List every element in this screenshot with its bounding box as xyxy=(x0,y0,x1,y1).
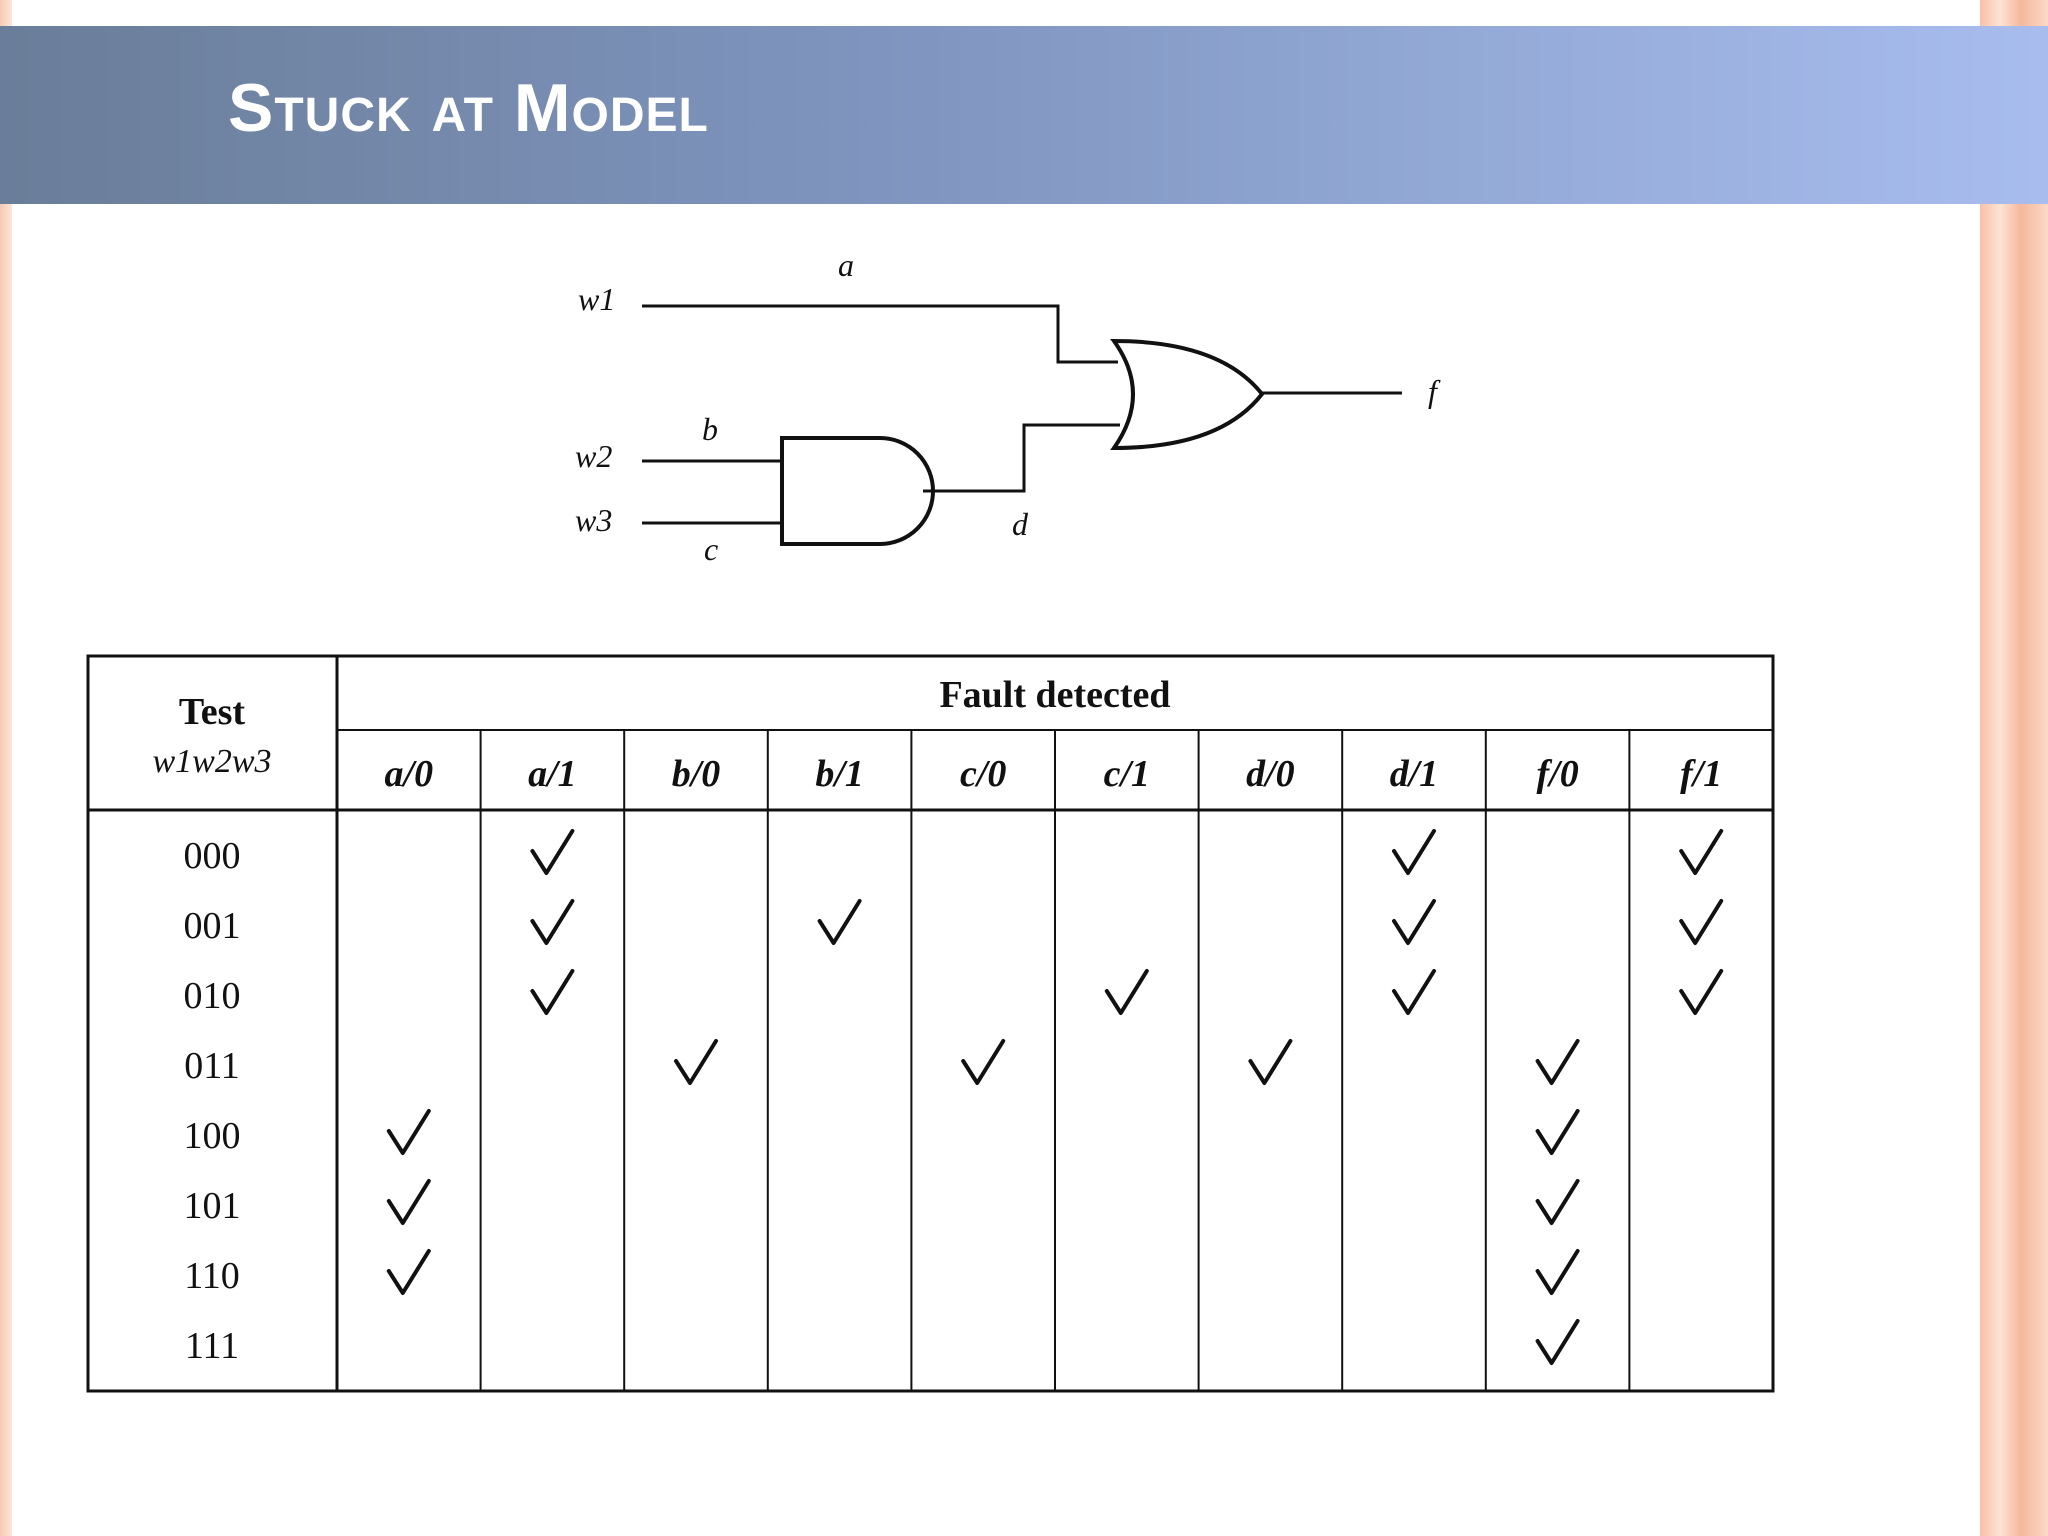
label-w1: w1 xyxy=(578,281,615,317)
test-vector: 000 xyxy=(184,835,241,877)
fault-table: Test w1w2w3 Fault detected a/0 a/1 b/0 b/1 c… xyxy=(86,654,1775,1393)
top-strip xyxy=(0,0,2048,26)
check-mark xyxy=(1392,969,1436,1015)
label-c: c xyxy=(704,531,718,567)
fault-header: a/0 xyxy=(385,753,434,795)
fault-detected-header: Fault detected xyxy=(939,674,1170,716)
label-a: a xyxy=(838,247,854,283)
check-mark xyxy=(1392,829,1436,875)
fault-header: f/1 xyxy=(1680,753,1722,795)
table-border xyxy=(86,654,1775,1393)
title-bar xyxy=(0,26,2048,204)
test-vector: 101 xyxy=(184,1185,241,1227)
fault-headers: a/0 a/1 b/0 b/1 c/0 c/1 d/0 d/1 f/0 f/1 xyxy=(385,753,1723,795)
fault-header: b/1 xyxy=(815,753,864,795)
check-mark xyxy=(386,1249,431,1295)
test-subheader: w1w2w3 xyxy=(152,743,271,780)
label-d: d xyxy=(1012,506,1029,542)
check-mark xyxy=(530,969,575,1015)
fault-header: d/1 xyxy=(1390,753,1439,795)
test-vector: 001 xyxy=(184,905,241,947)
fault-header: c/1 xyxy=(1104,753,1150,795)
circuit-diagram xyxy=(642,304,1402,546)
slide-title: Stuck at Model xyxy=(228,70,709,146)
test-vector: 110 xyxy=(184,1255,240,1297)
check-mark xyxy=(674,1039,718,1085)
check-mark xyxy=(1535,1039,1580,1085)
detection-marks xyxy=(386,829,1724,1365)
test-vector: 100 xyxy=(184,1115,241,1157)
wire-a xyxy=(642,304,1118,364)
check-mark xyxy=(1679,969,1724,1015)
label-f: f xyxy=(1428,373,1441,409)
right-edge-decoration xyxy=(1980,0,2048,1536)
check-mark xyxy=(817,899,862,945)
circuit-labels: w1 w2 w3 a b c d f xyxy=(575,247,1441,567)
fault-header: f/0 xyxy=(1536,753,1578,795)
check-mark xyxy=(1535,1249,1580,1295)
check-mark xyxy=(1679,829,1724,875)
and-gate xyxy=(780,436,935,546)
wire-d xyxy=(923,423,1120,493)
check-mark xyxy=(1104,969,1149,1015)
check-mark xyxy=(530,829,575,875)
test-header: Test xyxy=(179,691,246,733)
test-vectors: 000 001 010 011 100 101 110 111 xyxy=(184,835,241,1367)
check-mark xyxy=(1679,899,1724,945)
test-vector: 010 xyxy=(184,975,241,1017)
label-w3: w3 xyxy=(575,502,612,538)
fault-header: c/0 xyxy=(960,753,1006,795)
label-w2: w2 xyxy=(575,438,612,474)
check-mark xyxy=(1535,1109,1580,1155)
check-mark xyxy=(1248,1039,1293,1085)
fault-column-dividers xyxy=(479,730,1631,1391)
check-mark xyxy=(386,1109,431,1155)
test-vector: 111 xyxy=(185,1325,239,1367)
label-b: b xyxy=(702,411,718,447)
check-mark xyxy=(386,1179,431,1225)
check-mark xyxy=(1535,1319,1580,1365)
check-mark xyxy=(961,1039,1006,1085)
check-mark xyxy=(1392,899,1436,945)
fault-header: b/0 xyxy=(672,753,721,795)
check-mark xyxy=(530,899,575,945)
or-gate xyxy=(1110,338,1265,451)
check-mark xyxy=(1535,1179,1580,1225)
left-edge-decoration xyxy=(0,0,12,1536)
fault-header: a/1 xyxy=(528,753,577,795)
fault-header: d/0 xyxy=(1246,753,1295,795)
test-vector: 011 xyxy=(184,1045,240,1087)
